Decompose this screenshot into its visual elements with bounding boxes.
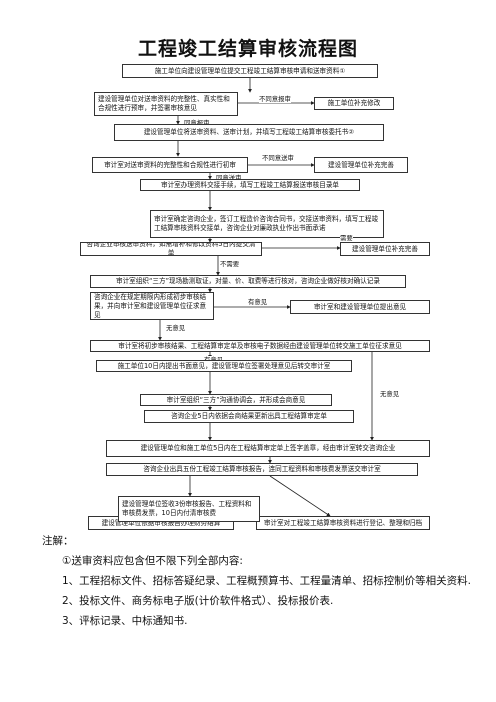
step-owner-sign-pay: 建设管理单位签收3份审核报告、工程资料和审核费发票，10日内付清审核费 xyxy=(118,496,260,522)
step-select-consultant: 审计室确定咨询企业，签订工程造价咨询合同书，交接送审资料，填写工程竣工结算审核资… xyxy=(150,210,384,238)
step-consultant-review: 咨询企业审核送审资料，如需增补和修改资料5日内提交清单 xyxy=(80,242,262,256)
step-commission-audit: 建设管理单位将送审资料、送审计划，并填写工程竣工结算审核委托书② xyxy=(114,124,384,141)
notes-heading: 注解： xyxy=(42,535,74,547)
step-coordination-meeting: 审计室组织“三方”沟通协调会，并形成会商意见 xyxy=(140,394,332,406)
step-archive: 审计室对工程竣工结算审核资料进行登记、整理和归档 xyxy=(256,516,430,530)
step-owner-complete: 建设管理单位补充完善 xyxy=(340,242,430,256)
step-preliminary-review: 建设管理单位对送审资料的完整性、真实性和合规性进行预审，并签署审核意见 xyxy=(94,92,238,116)
step-site-survey: 审计室组织“三方”现场勘测取证，对量、价、取费等进行核对，咨询企业做好核对确认记… xyxy=(90,275,406,288)
notes-line-2: 1、工程招标文件、招标答疑纪录、工程概预算书、工程量清单、招标控制价等相关资料. xyxy=(62,575,472,587)
label-no-opinion: 无意见 xyxy=(166,324,186,332)
notes-line-4: 3、评标记录、中标通知书. xyxy=(62,615,188,627)
notes-line-1: ①送审资料应包含但不限下列全部内容: xyxy=(62,555,243,567)
step-submit-application: 施工单位向建设管理单位提交工程竣工结算审核申请和送审资料① xyxy=(122,64,378,78)
label-agree-submit: 同意送审 xyxy=(216,174,242,182)
label-needed: 需要 xyxy=(340,234,353,242)
notes-line-3: 2、投标文件、商务标电子版(计价软件格式）、投标报价表. xyxy=(62,595,334,607)
step-send-to-contractor: 审计室将初步审核结果、工程结算审定单及审核电子数据经由建设管理单位转交施工单位征… xyxy=(90,340,430,352)
step-issue-report: 咨询企业出具五份工程竣工结算审核报告，连同工程资料和审核费发票送交审计室 xyxy=(106,463,418,476)
label-not-needed: 不需要 xyxy=(220,260,240,268)
step-draft-result: 咨询企业在规定期限内形成初步审核结果，并向审计室和建设管理单位征求意见 xyxy=(90,292,214,320)
step-audit-owner-opinion: 审计室和建设管理单位提出意见 xyxy=(290,300,430,314)
step-update-settlement: 咨询企业5日内依据会商结果更新出具工程结算审定单 xyxy=(144,410,354,423)
step-contractor-feedback: 施工单位10日内提出书面意见，建设管理单位签署处理意见后转交审计室 xyxy=(96,360,352,372)
label-has-opinion: 有意见 xyxy=(248,298,268,306)
label-disagree-submit: 不同意送审 xyxy=(262,154,294,162)
label-agree-review: 同意报审 xyxy=(184,119,210,127)
label-disagree-review: 不同意报审 xyxy=(259,95,291,103)
step-contractor-revise: 施工单位补充修改 xyxy=(314,97,394,110)
step-sign-seal: 建设管理单位和施工单位5日内在工程结算审定单上签字盖章，经由审计室转交咨询企业 xyxy=(106,440,430,457)
step-owner-supplement: 建设管理单位补充完善 xyxy=(314,157,408,173)
label-no-opinion-right: 无意见 xyxy=(380,390,400,398)
page-title: 工程竣工结算审核流程图 xyxy=(137,38,358,60)
notes-section: 注解： ①送审资料应包含但不限下列全部内容: 1、工程招标文件、招标答疑纪录、工… xyxy=(42,531,482,631)
step-handover-catalog: 审计室办理资料交接手续，填写工程竣工结算报送审核目录单 xyxy=(140,179,360,191)
step-initial-audit: 审计室对送审资料的完整性和合规性进行初审 xyxy=(92,157,248,173)
